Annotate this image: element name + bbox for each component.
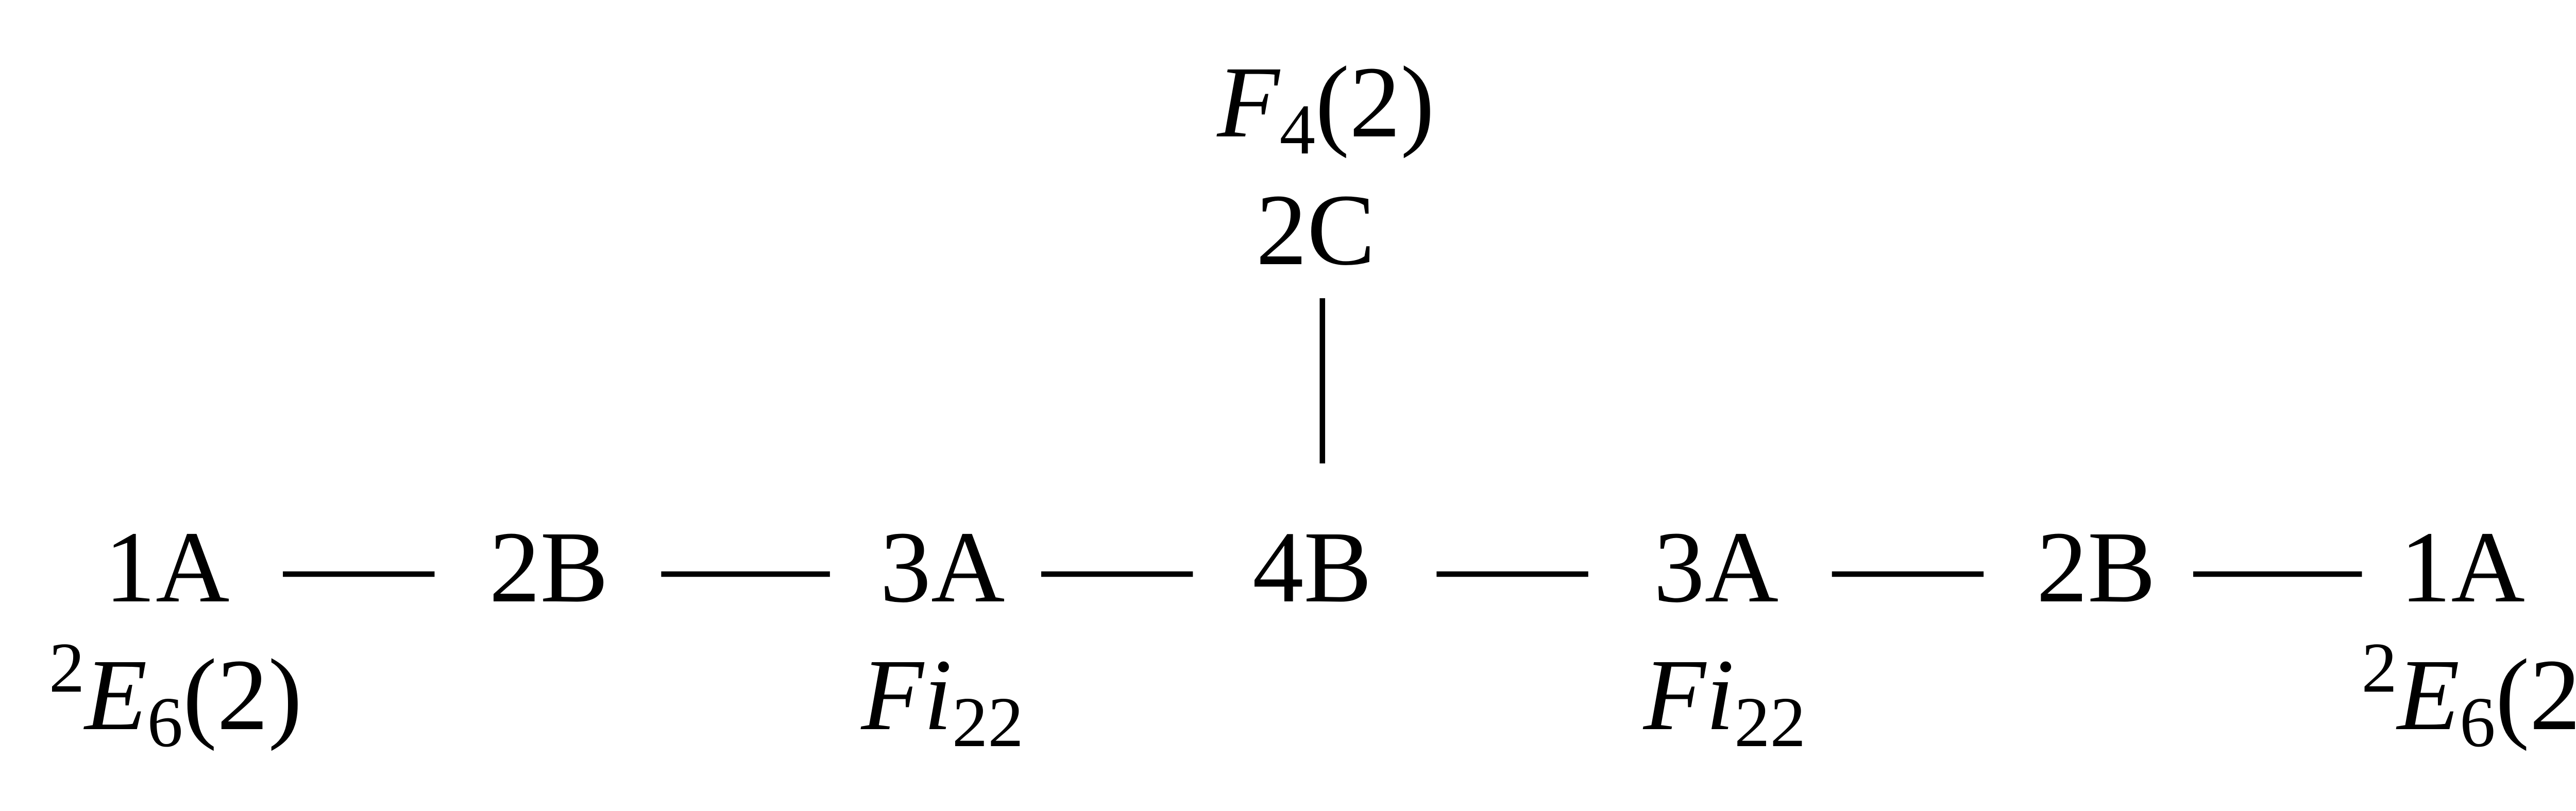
group-label: Fi22 bbox=[860, 638, 1024, 762]
node-label: 2B bbox=[489, 510, 608, 624]
group-label: Fi22 bbox=[1642, 638, 1806, 762]
node-label: 3A bbox=[1654, 510, 1779, 624]
group-label: 2E6(2) bbox=[49, 628, 302, 762]
top-node-label: 2C bbox=[1256, 173, 1376, 286]
group-label: 2E6(2) bbox=[2361, 628, 2576, 762]
node-label: 1A bbox=[105, 510, 230, 624]
node-label: 3A bbox=[880, 510, 1005, 624]
node-label: 4B bbox=[1252, 510, 1372, 624]
node-label: 2B bbox=[2037, 510, 2156, 624]
node-label: 1A bbox=[2400, 510, 2525, 624]
top-group-label: F4(2) bbox=[1216, 45, 1434, 169]
